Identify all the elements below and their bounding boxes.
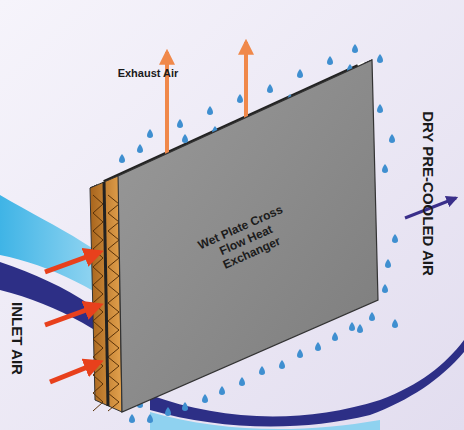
inlet-arrow (50, 362, 100, 382)
air-swoosh (150, 412, 380, 430)
exhaust-label: Exhaust Air (118, 67, 179, 79)
heat-exchanger-face: Wet Plate Cross Flow Heat Exchanger (118, 58, 382, 414)
plate-divider (104, 182, 108, 406)
exhaust-arrow (244, 42, 248, 118)
corrugated-edge (90, 176, 122, 412)
outlet-label: DRY PRE-COOLED AIR (420, 111, 437, 275)
water-droplets (119, 44, 398, 423)
inlet-label: INLET AIR (9, 302, 26, 375)
inlet-arrow (45, 252, 100, 272)
inlet-arrow (45, 305, 100, 325)
